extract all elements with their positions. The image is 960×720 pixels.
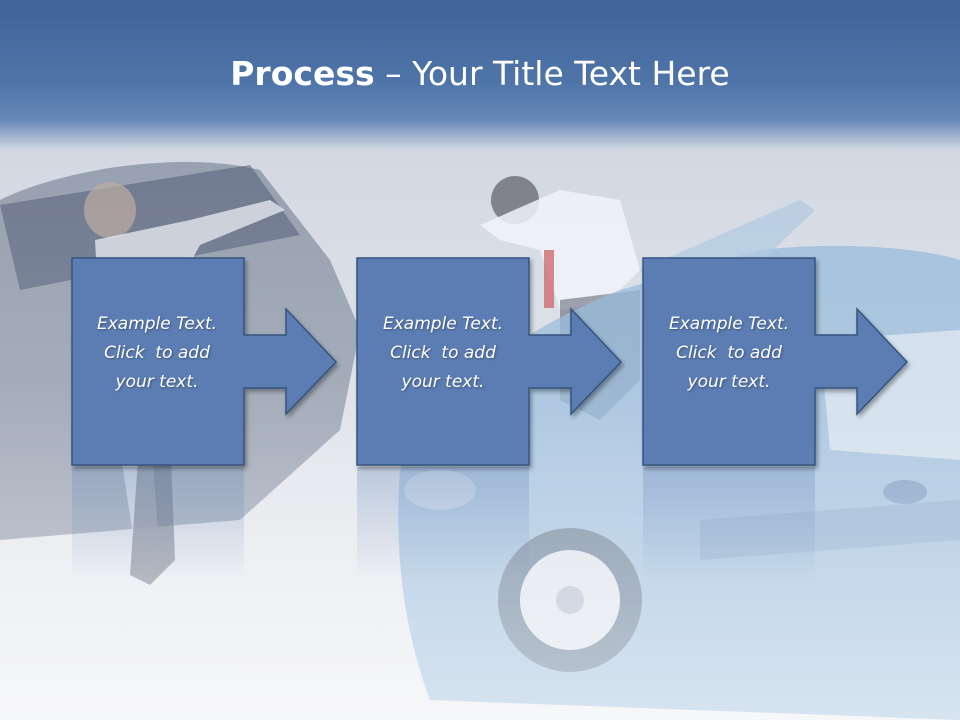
step-2-line-3: your text.	[401, 372, 485, 392]
step-3-text[interactable]: Example Text. Click to add your text.	[644, 310, 814, 397]
step-3-shape	[642, 257, 909, 466]
step-3-line-2: Click to add	[676, 343, 782, 363]
step-2-reflection	[357, 467, 529, 580]
title-rest: – Your Title Text Here	[374, 54, 730, 93]
step-1-line-1: Example Text.	[96, 314, 218, 334]
step-3-line-1: Example Text.	[668, 314, 790, 334]
step-1-shape	[71, 257, 338, 466]
step-1-text[interactable]: Example Text. Click to add your text.	[72, 310, 242, 397]
title-bold: Process	[230, 54, 375, 93]
step-2-shape	[356, 257, 623, 466]
step-1-line-3: your text.	[115, 372, 199, 392]
step-1-line-2: Click to add	[104, 343, 210, 363]
slide-title[interactable]: Process – Your Title Text Here	[0, 52, 960, 96]
step-2-line-1: Example Text.	[382, 314, 504, 334]
step-3-line-3: your text.	[687, 372, 771, 392]
step-2-line-2: Click to add	[390, 343, 496, 363]
step-2-text[interactable]: Example Text. Click to add your text.	[358, 310, 528, 397]
step-1-reflection	[72, 467, 244, 580]
title-bar	[0, 0, 960, 150]
step-3-reflection	[643, 467, 815, 580]
